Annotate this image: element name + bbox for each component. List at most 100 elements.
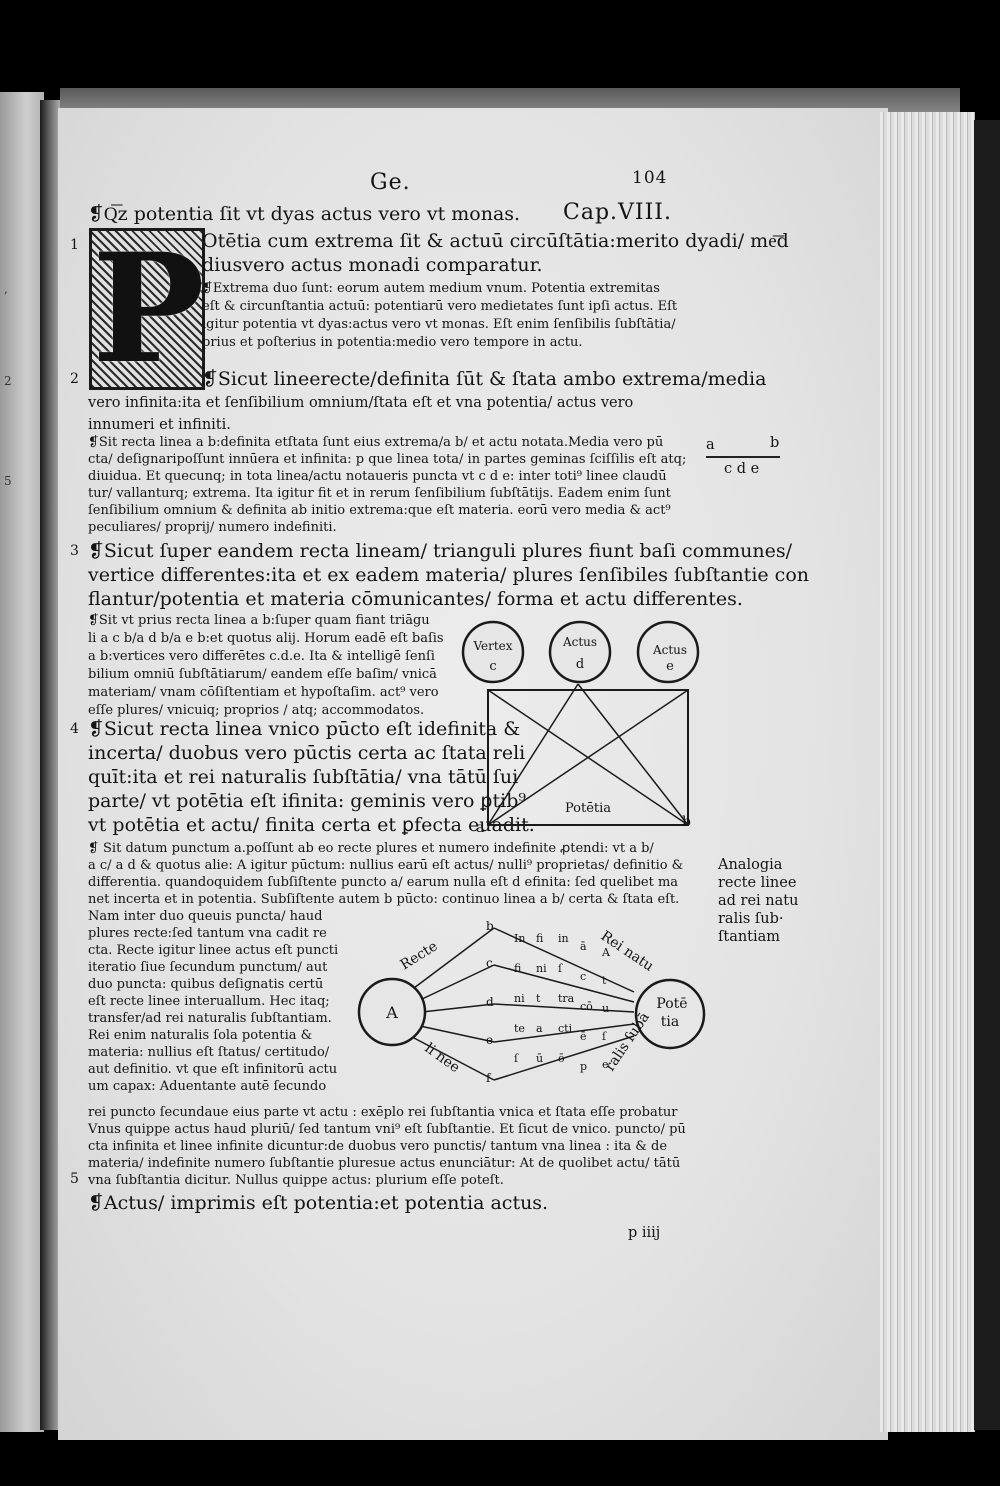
middle-word: ni xyxy=(514,992,525,1005)
text-line: Vnus quippe actus haud pluriū/ ſed tantu… xyxy=(88,1122,686,1137)
margin-label-cde: c d e xyxy=(724,461,760,477)
text-line: ❡Sicut ſuper eandem recta lineam/ triang… xyxy=(88,540,793,562)
middle-word: t xyxy=(536,992,541,1005)
text-line: a c/ a d & quotus alie: A igitur pūctum:… xyxy=(88,858,684,873)
text-line: prius et poſterius in potentia:medio ver… xyxy=(202,335,583,350)
chapter-label: Cap.VIII. xyxy=(563,200,672,225)
text-line: Nam inter duo queuis puncta/ haud xyxy=(88,909,323,924)
vertex-circle-c xyxy=(461,620,525,684)
text-line: eſt & circunſtantia actuū: potentiarū ve… xyxy=(202,299,678,314)
middle-word: u xyxy=(602,1002,609,1015)
running-title: Ge. xyxy=(370,170,411,195)
vertex-letter: e xyxy=(666,659,674,674)
diagonal-line xyxy=(487,689,689,826)
margin-number: 4 xyxy=(70,721,79,737)
text-line: vt potētia et actu/ finita certa et ꝑfec… xyxy=(88,814,535,836)
vertex-circle-d xyxy=(548,620,612,684)
base-rectangle xyxy=(487,689,689,826)
fan-label-lower-left: li nee xyxy=(422,1040,463,1076)
text-line: differentia. quandoquidem ſubſiſtente pu… xyxy=(88,875,679,890)
middle-word: ſ xyxy=(558,962,563,975)
middle-word: ni xyxy=(536,962,547,975)
text-line: materia: nullius eſt ſtatus/ certitudo/ xyxy=(88,1045,330,1060)
text-line: net incerta et in potentia. Subſiſtente … xyxy=(88,892,680,907)
margin-note-line: ſtantiam xyxy=(718,929,781,945)
text-line: diuidua. Et quecunq; in tota linea/actu … xyxy=(88,469,667,484)
middle-word: A xyxy=(601,946,611,959)
fan-label-lower-right: ralis ſubā xyxy=(602,1010,653,1075)
point-letter: d xyxy=(486,995,494,1009)
point-letter: f xyxy=(486,1071,492,1085)
cover-edge xyxy=(974,120,1000,1430)
margin-note-line: Analogia xyxy=(718,857,783,873)
margin-note-line: recte linee xyxy=(718,875,797,891)
text-line: ❡Extrema duo ſunt: eorum autem medium vn… xyxy=(202,281,660,296)
left-page-edge: , 2 5 xyxy=(0,92,44,1432)
circle-a xyxy=(357,977,427,1047)
left-page-fragment: 5 xyxy=(4,474,12,488)
text-line: ❡Sicut lineerecte/definita ſūt & ſtata a… xyxy=(202,368,767,390)
text-line: a b:vertices vero differētes c.d.e. Ita … xyxy=(88,649,435,664)
text-line: ❡Sicut recta linea vnico pūcto eſt idefi… xyxy=(88,718,521,740)
middle-word: ō xyxy=(558,1052,565,1065)
text-line: bilium omniū ſubſtātiarum/ eandem eſſe b… xyxy=(88,667,437,682)
circle-potentia xyxy=(634,978,706,1050)
middle-words: In fi ni te ſ fi ni t a ū in ſ tra cti ō… xyxy=(514,932,611,1073)
margin-number: 1 xyxy=(70,237,79,253)
margin-label-b: b xyxy=(770,435,780,451)
text-line: eſſe plures/ vnicuiq; proprios / atq; ac… xyxy=(88,703,425,718)
text-line: rei puncto ſecundaue eius parte vt actu … xyxy=(88,1105,678,1120)
middle-word: e xyxy=(602,1058,609,1071)
text-line: ❡Sit recta linea a b:definita etſtata ſu… xyxy=(88,435,664,450)
signature-mark: p iiij xyxy=(628,1225,661,1241)
vertex-circle-e xyxy=(636,620,700,684)
text-line: diusvero actus monadi comparatur. xyxy=(202,254,543,276)
middle-word: ſ xyxy=(602,1030,607,1043)
middle-word: te xyxy=(514,1022,525,1035)
margin-number: 5 xyxy=(70,1171,79,1187)
page-number: 104 xyxy=(632,168,668,188)
text-line: eſt recte linee interuallum. Hec itaq; xyxy=(88,994,330,1009)
text-line: iteratio ſiue ſecundum punctum/ aut xyxy=(88,960,328,975)
text-line: materia/ indefinite numero ſubſtantie pl… xyxy=(88,1156,681,1171)
circle-potentia-label: tia xyxy=(661,1014,679,1030)
text-line: igitur potentia vt dyas:actus vero vt mo… xyxy=(202,317,676,332)
vertex-letter: c xyxy=(489,659,496,674)
corner-a: a xyxy=(476,820,484,836)
corner-b: b xyxy=(682,814,691,830)
text-line: Otētia cum extrema ſit & actuū circūſtāt… xyxy=(202,230,789,252)
middle-word: t xyxy=(602,974,607,987)
middle-word: In xyxy=(514,932,525,945)
text-line: aut definitio. vt que eſt infinitorū act… xyxy=(88,1062,338,1077)
vertex-label: Actus xyxy=(652,643,687,657)
fan-lines xyxy=(413,927,635,1081)
left-page-fragment: 2 xyxy=(4,374,12,388)
text-line: quīt:ita et rei naturalis ſubſtātia/ vna… xyxy=(88,766,519,788)
text-line: li a c b/a d b/a e b:et quotus alij. Hor… xyxy=(88,631,444,646)
circle-a-label: A xyxy=(385,1003,398,1022)
text-line: cta/ deſignaripoſſunt innūera et infinit… xyxy=(88,452,687,467)
chapter-title: ❡Q͞z potentia ſit vt dyas actus vero vt … xyxy=(88,203,521,225)
vertex-label: Actus xyxy=(562,635,597,649)
middle-word: c xyxy=(580,970,586,983)
middle-word: fi xyxy=(536,932,544,945)
left-page-fragment: , xyxy=(4,282,8,296)
margin-number: 2 xyxy=(70,371,79,387)
middle-word: fi xyxy=(514,962,522,975)
text-line: materiam/ vnam cōſiſtentiam et hypoſtaſi… xyxy=(88,685,439,700)
base-label: Potētia xyxy=(565,801,611,816)
triangle-figure: Vertex c Actus d Actus e Potētia a b xyxy=(461,620,700,836)
point-letter: e xyxy=(486,1033,493,1047)
text-line: ſenſibilium omnium & definita ab initio … xyxy=(88,503,671,518)
middle-word: cō xyxy=(580,1000,593,1013)
middle-word: tra xyxy=(558,992,575,1005)
fan-label-upper-left: Recte xyxy=(398,938,441,973)
middle-word: ū xyxy=(536,1052,543,1065)
initial-letter: P xyxy=(92,221,205,397)
text-line: vertice differentes:ita et ex eadem mate… xyxy=(88,564,809,586)
text-line: Rei enim naturalis ſola potentia & xyxy=(88,1028,313,1043)
text-line: incerta/ duobus vero pūctis certa ac ſta… xyxy=(88,742,526,764)
margin-label-a: a xyxy=(706,437,715,453)
fan-figure: A Potē tia Recte li nee Rei natu ralis ſ… xyxy=(357,920,706,1085)
margin-number: 3 xyxy=(70,543,79,559)
